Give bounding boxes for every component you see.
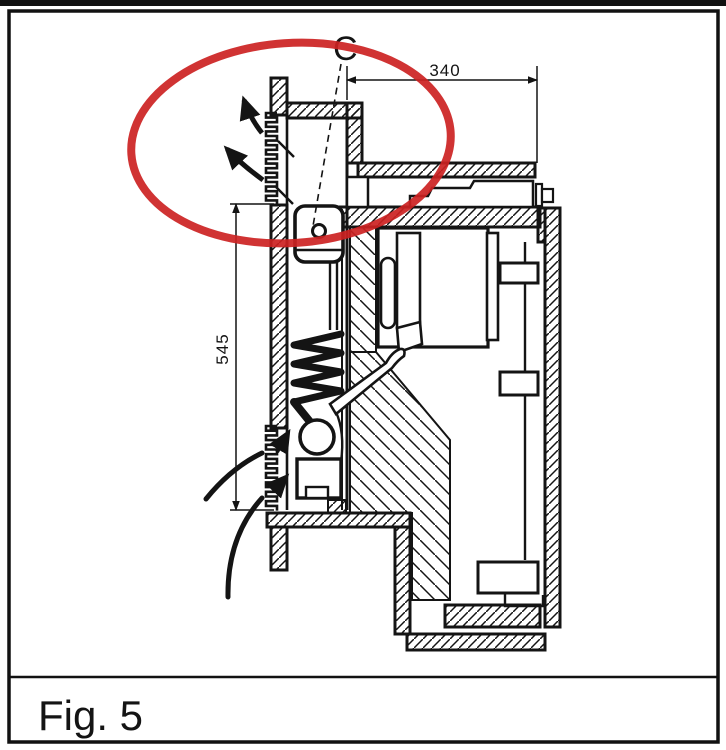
housing-walls bbox=[265, 76, 562, 652]
right-wall-details bbox=[476, 242, 545, 608]
lever-wire bbox=[334, 411, 344, 463]
bottom-bracket bbox=[476, 560, 540, 595]
airflow-in-curve-2-icon bbox=[225, 495, 265, 600]
louver-mark bbox=[277, 140, 295, 158]
seat-gasket bbox=[327, 499, 347, 514]
label-c-leader-line bbox=[312, 63, 342, 227]
inner-bottom-wall bbox=[443, 603, 542, 629]
airflow-out-arrow-2-icon bbox=[223, 145, 265, 183]
dimension-545 bbox=[230, 203, 274, 511]
upper-vent-grille bbox=[264, 111, 279, 205]
left-wall-top bbox=[269, 76, 289, 117]
spring-arm bbox=[290, 398, 315, 427]
mid-bottom-wall bbox=[265, 511, 412, 529]
dim-545-label: 545 bbox=[213, 333, 232, 364]
border-frame bbox=[7, 9, 720, 744]
float-ball bbox=[298, 418, 336, 456]
highlight-ellipse bbox=[127, 38, 455, 248]
motor-slot bbox=[379, 256, 397, 330]
valve-seat-notch bbox=[304, 485, 330, 500]
scan-top-bar bbox=[0, 0, 726, 6]
dimension-340 bbox=[346, 66, 538, 163]
mount-tab-upper bbox=[498, 261, 540, 285]
left-wall-middle bbox=[269, 203, 289, 430]
valve-mechanism bbox=[290, 204, 406, 514]
airflow-in-curve-1-icon bbox=[203, 450, 265, 502]
motor-core-flap bbox=[395, 320, 424, 354]
airflow-in-arrow-2-icon bbox=[265, 473, 290, 499]
airflow-in-arrow-1-icon bbox=[269, 428, 291, 456]
lever-arm bbox=[328, 347, 406, 416]
component-c-port bbox=[311, 223, 327, 239]
motor-end-plate bbox=[485, 231, 500, 342]
terminal-bolt bbox=[540, 187, 555, 204]
right-wall bbox=[543, 206, 562, 629]
motor-assembly bbox=[376, 226, 500, 354]
figure-caption: Fig. 5 bbox=[38, 692, 143, 739]
lower-vent-grille bbox=[264, 424, 279, 511]
dim-340-label: 340 bbox=[429, 61, 460, 80]
airflow-out-arrow-1-icon bbox=[239, 95, 264, 135]
fan-scroll-mass bbox=[349, 226, 451, 601]
bottom-hook bbox=[503, 593, 545, 608]
coil-spring bbox=[290, 330, 345, 406]
step-down-wall bbox=[393, 525, 412, 636]
right-wall-step bbox=[536, 206, 547, 244]
shelf-details bbox=[345, 175, 555, 209]
outer-bottom-wall bbox=[405, 632, 547, 652]
left-wall-bottom bbox=[269, 525, 289, 572]
inner-wall-top bbox=[345, 101, 364, 165]
mount-tab-lower bbox=[498, 370, 540, 397]
shelf-step-block bbox=[345, 175, 370, 209]
airflow-arrows bbox=[203, 95, 295, 600]
louver-mark bbox=[275, 186, 294, 205]
motor-core bbox=[395, 231, 422, 330]
